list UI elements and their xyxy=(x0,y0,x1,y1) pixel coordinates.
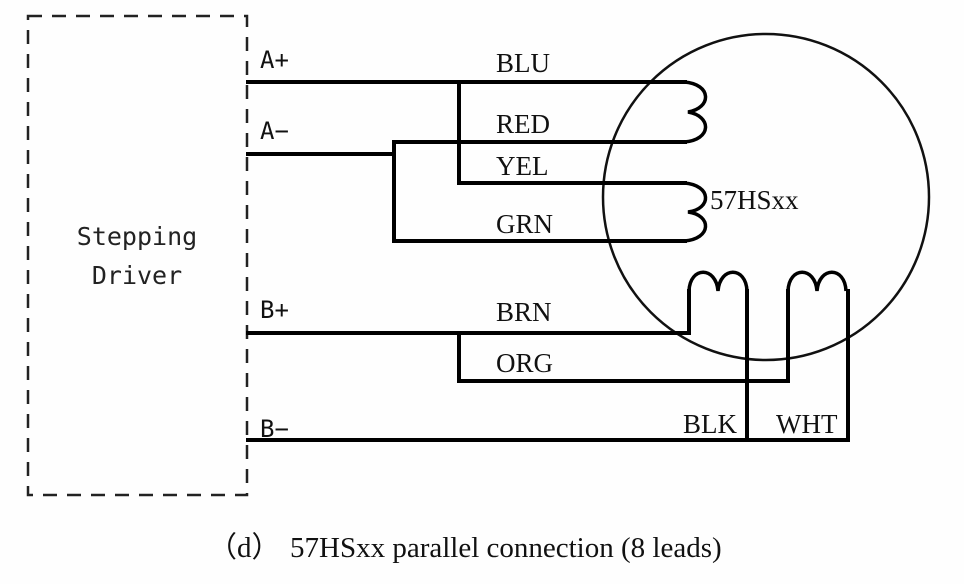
stepping-driver-box xyxy=(26,14,249,497)
wire-label-grn: GRN xyxy=(496,209,553,239)
coil-a2-icon xyxy=(683,181,708,243)
wire-label-brn: BRN xyxy=(496,297,552,327)
wire-org-branch xyxy=(457,289,790,383)
motor-body xyxy=(601,32,931,362)
wire-label-wht: WHT xyxy=(776,409,838,439)
terminal-b-plus: B+ xyxy=(260,296,289,324)
wire-label-red: RED xyxy=(496,109,550,139)
terminal-a-plus: A+ xyxy=(260,46,289,74)
terminal-a-minus: A− xyxy=(260,117,289,145)
wire-grn-branch xyxy=(392,140,687,243)
coil-a1-icon xyxy=(683,80,708,144)
wire-label-org: ORG xyxy=(496,348,553,378)
wire-label-blk: BLK xyxy=(683,409,738,439)
driver-title-line2: Driver xyxy=(92,261,182,290)
caption-text: 57HSxx parallel connection (8 leads) xyxy=(290,532,722,564)
coil-b1-icon xyxy=(687,270,749,292)
wire-b-plus-brn xyxy=(246,289,691,335)
motor-model-label: 57HSxx xyxy=(710,185,799,215)
caption-prefix: （d） xyxy=(208,532,281,564)
wire-label-blu: BLU xyxy=(496,48,550,78)
wire-yel-branch xyxy=(457,80,687,185)
coil-b2-icon xyxy=(786,270,848,292)
wire-label-yel: YEL xyxy=(496,151,548,181)
driver-title-line1: Stepping xyxy=(77,222,197,251)
